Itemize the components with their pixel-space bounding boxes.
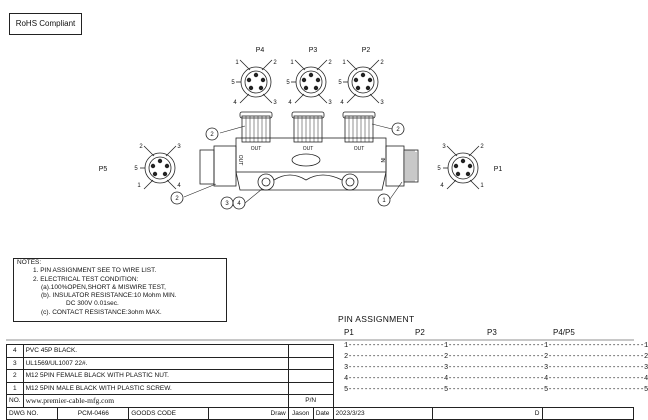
note-line: 1. PIN ASSIGNMENT SEE TO WIRE LIST. [33, 267, 157, 275]
pin-number: 4 [340, 100, 344, 106]
pin-number: 5 [338, 80, 342, 86]
bom-no-header: NO. [6, 394, 24, 408]
bom-no: 4 [6, 344, 24, 358]
pin-number: 1 [137, 183, 141, 189]
pin-number: 3 [177, 144, 181, 150]
pin-number: 1 [290, 60, 294, 66]
pin-number: 4 [233, 100, 237, 106]
connector-face-p1 [443, 145, 480, 190]
dwg-no: PCM-0466 [57, 406, 130, 420]
bom-row: 4 PVC 45P BLACK. [6, 344, 634, 358]
pin-row: 2------------------------2--------------… [344, 353, 648, 361]
bom-desc: PVC 45P BLACK. [22, 344, 289, 358]
notes-header: NOTES: [17, 259, 42, 266]
pin-number: 5 [134, 166, 138, 172]
pin-number: 1 [235, 60, 239, 66]
callout-markers [170, 122, 405, 210]
pin-row: 4------------------------4--------------… [344, 375, 648, 383]
drawer-name: Jason [287, 406, 314, 420]
pin-number: 2 [273, 60, 277, 66]
note-line: 2. ELECTRICAL TEST CONDITION: [33, 275, 139, 283]
pin-assignment-title: PIN ASSIGNMENT [338, 314, 415, 324]
connector-face-p4 [236, 59, 273, 104]
pin-number: 3 [328, 100, 332, 106]
title-block-row: DWG NO. PCM-0466 GOODS CODE Draw Jason D… [5, 406, 634, 420]
website: www.premier-cable-mfg.com [22, 394, 289, 408]
goods-code-label: GOODS CODE [128, 406, 210, 420]
callout-number: 2 [175, 196, 179, 202]
bom-no: 1 [6, 381, 24, 395]
bom-desc: UL1569/UL1007 22#. [22, 356, 289, 370]
connector-face-p2 [343, 59, 380, 104]
bom-desc: M12 5PIN MALE BLACK WITH PLASTIC SCREW. [22, 381, 289, 395]
bom-header-row: NO. www.premier-cable-mfg.com P/N [6, 394, 634, 408]
pin-number: 3 [273, 100, 277, 106]
out-label: OUT [354, 146, 365, 152]
pin-number: 4 [288, 100, 292, 106]
bom-no: 2 [6, 369, 24, 383]
connector-face-p3 [291, 59, 328, 104]
date-value: 2023/3/23 [332, 406, 434, 420]
pin-number: 5 [286, 80, 290, 86]
pin-header-p2: P2 [415, 328, 425, 337]
in-label: IN [379, 158, 385, 163]
label-p3: P3 [309, 47, 318, 54]
bom-row: 2 M12 5PIN FEMALE BLACK WITH PLASTIC NUT… [6, 369, 634, 383]
pin-number: 1 [480, 183, 484, 189]
callout-number: 4 [237, 201, 241, 207]
pin-header-p4p5: P4/P5 [553, 328, 575, 337]
bom-no: 3 [6, 356, 24, 370]
out-label: OUT [251, 146, 262, 152]
label-p1: P1 [494, 166, 503, 173]
pin-number: 2 [380, 60, 384, 66]
note-line: (a).100%OPEN,SHORT & MISWIRE TEST, [41, 283, 166, 291]
draw-label: Draw [208, 406, 289, 420]
notes-box: NOTES: 1. PIN ASSIGNMENT SEE TO WIRE LIS… [13, 258, 227, 322]
note-line: DC 300V 0.01sec. [66, 300, 119, 308]
date-label: Date [312, 406, 334, 420]
pin-number: 5 [231, 80, 235, 86]
callout-number: 2 [396, 127, 400, 133]
pin-header-p3: P3 [487, 328, 497, 337]
out-label: OUT [237, 155, 243, 166]
bom-table: 4 PVC 45P BLACK. 3 UL1569/UL1007 22#. 2 … [5, 344, 634, 420]
pin-row: 3------------------------3--------------… [344, 364, 648, 372]
pin-number: 2 [480, 144, 484, 150]
pin-number: 2 [139, 144, 143, 150]
d-label: D [432, 406, 543, 420]
pin-number: 3 [442, 144, 446, 150]
pin-number: 4 [440, 183, 444, 189]
pin-number: 1 [342, 60, 346, 66]
note-line: (b). INSULATOR RESISTANCE:10 Mohm MIN. [41, 292, 177, 300]
note-line: (c). CONTACT RESISTANCE:3ohm MAX. [41, 308, 162, 316]
pin-number: 2 [328, 60, 332, 66]
pin-number: 5 [437, 166, 441, 172]
label-p2: P2 [362, 47, 371, 54]
label-p4: P4 [256, 47, 265, 54]
callout-number: 3 [225, 201, 229, 207]
callout-number: 1 [382, 198, 386, 204]
dwg-no-label: DWG NO. [5, 406, 59, 420]
bom-desc: M12 5PIN FEMALE BLACK WITH PLASTIC NUT. [22, 369, 289, 383]
out-label: OUT [303, 146, 314, 152]
pin-row: 1------------------------1--------------… [344, 342, 648, 350]
bom-row: 3 UL1569/UL1007 22#. [6, 356, 634, 370]
bom-row: 1 M12 5PIN MALE BLACK WITH PLASTIC SCREW… [6, 381, 634, 395]
pin-header-p1: P1 [344, 328, 354, 337]
pin-row: 5------------------------5--------------… [344, 386, 648, 394]
label-p5: P5 [99, 166, 108, 173]
callout-number: 2 [210, 132, 214, 138]
pin-number: 4 [177, 183, 181, 189]
splitter-body [199, 111, 419, 191]
pin-number: 3 [380, 100, 384, 106]
connector-face-p5 [140, 145, 177, 190]
rohs-badge: RoHS Compliant [9, 13, 82, 35]
pn-header: P/N [287, 394, 334, 408]
